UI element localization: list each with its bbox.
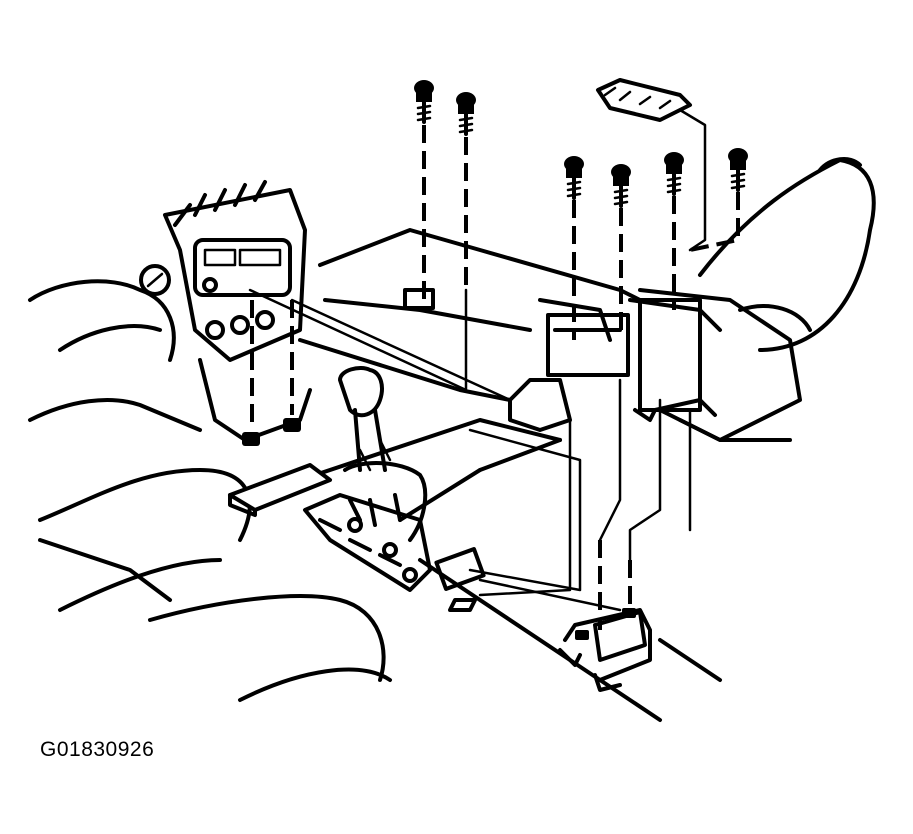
figure-code-label: G01830926 [40, 738, 155, 761]
bolt-4 [611, 164, 631, 208]
bolt-3 [564, 156, 584, 200]
bolt-alignment-lines [250, 125, 740, 630]
center-console-body [298, 228, 642, 432]
bolt-2 [456, 92, 476, 136]
bolt-5 [664, 152, 684, 196]
gear-shifter [338, 366, 428, 542]
leader-lines [248, 288, 692, 612]
shifter-base-plate [303, 493, 486, 612]
front-mount-plate [228, 418, 332, 517]
control-module [596, 78, 707, 252]
bolt-6 [728, 148, 748, 192]
armrest-cushion [628, 157, 876, 442]
bolt-1 [414, 80, 434, 124]
rear-mount-bracket [558, 608, 652, 692]
instrument-panel-bezel [139, 180, 312, 442]
